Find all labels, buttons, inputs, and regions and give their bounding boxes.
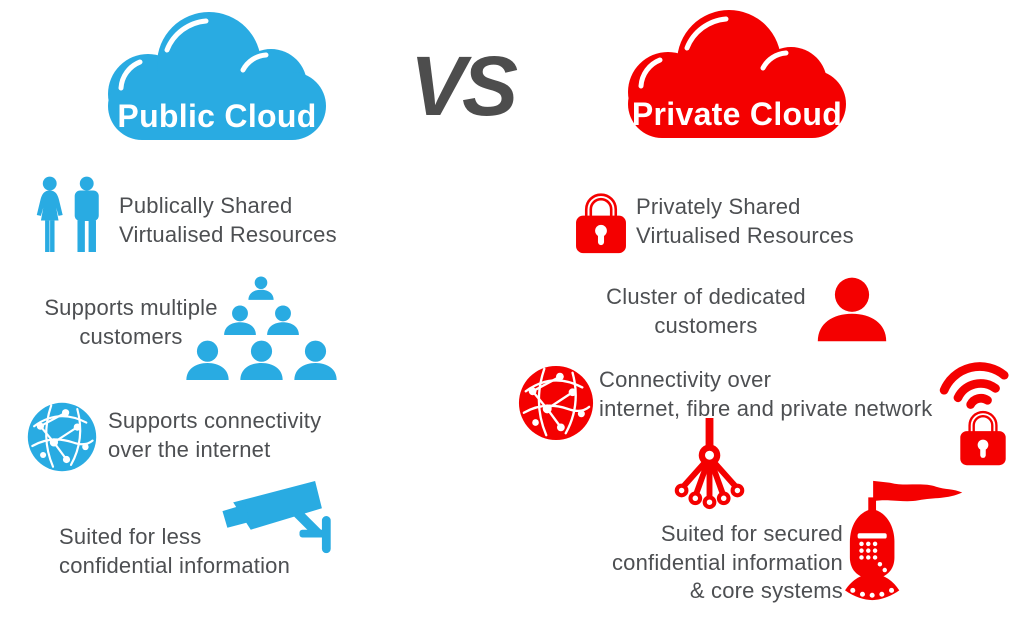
text-line: Cluster of dedicated	[606, 284, 806, 309]
security-camera-icon	[221, 479, 339, 557]
public-item-2-text: Supports multiple customers	[22, 294, 240, 351]
network-globe-icon	[517, 364, 595, 442]
text-line: Publically Shared	[119, 193, 293, 218]
public-item-4-text: Suited for less confidential information	[59, 523, 309, 580]
person-icon	[814, 276, 890, 342]
text-line: confidential information	[59, 552, 291, 578]
text-line: Privately Shared	[636, 194, 801, 219]
people-pyramid-icon	[186, 276, 336, 380]
vs-label: VS	[410, 39, 518, 133]
wifi-arcs-icon	[928, 339, 1018, 416]
private-item-2-text: Cluster of dedicated customers	[592, 283, 820, 340]
fibre-splitter-icon	[672, 418, 748, 512]
text-line: over the internet	[108, 436, 271, 462]
text-line: Virtualised Resources	[636, 222, 854, 248]
public-item-3-text: Supports connectivity over the internet	[108, 407, 348, 464]
text-line: confidential information	[611, 549, 843, 575]
pyramid-row	[247, 276, 275, 300]
private-cloud-title: Private Cloud	[631, 96, 843, 132]
private-item-4-text: Suited for secured confidential informat…	[583, 520, 843, 606]
text-line: Connectivity over	[599, 367, 772, 392]
internet-globe-icon	[26, 401, 98, 473]
knight-helmet-icon	[845, 478, 971, 602]
private-item-3-text: Connectivity over internet, fibre and pr…	[599, 366, 959, 423]
pyramid-row	[184, 340, 339, 380]
public-item-1-text: Publically Shared Virtualised Resources	[119, 192, 339, 249]
private-cloud-header: Private Cloud	[616, 6, 858, 138]
public-cloud-title: Public Cloud	[117, 98, 317, 134]
wifi-padlock-icon	[958, 406, 1008, 466]
padlock-icon	[574, 188, 628, 254]
text-line: Supports multiple	[44, 295, 218, 320]
text-line: customers	[654, 312, 758, 338]
public-cloud-header: Public Cloud	[96, 8, 338, 140]
text-line: Suited for secured	[660, 521, 843, 546]
pyramid-row	[222, 305, 301, 335]
text-line: internet, fibre and private network	[599, 395, 933, 421]
text-line: Supports connectivity	[108, 408, 322, 433]
text-line: Suited for less	[59, 524, 202, 549]
text-line: Virtualised Resources	[119, 221, 337, 247]
secure-wifi-icon	[934, 348, 1012, 468]
text-line: customers	[79, 323, 183, 349]
text-line: & core systems	[689, 578, 843, 603]
man-woman-icon	[34, 174, 108, 256]
private-item-1-text: Privately Shared Virtualised Resources	[636, 193, 876, 250]
